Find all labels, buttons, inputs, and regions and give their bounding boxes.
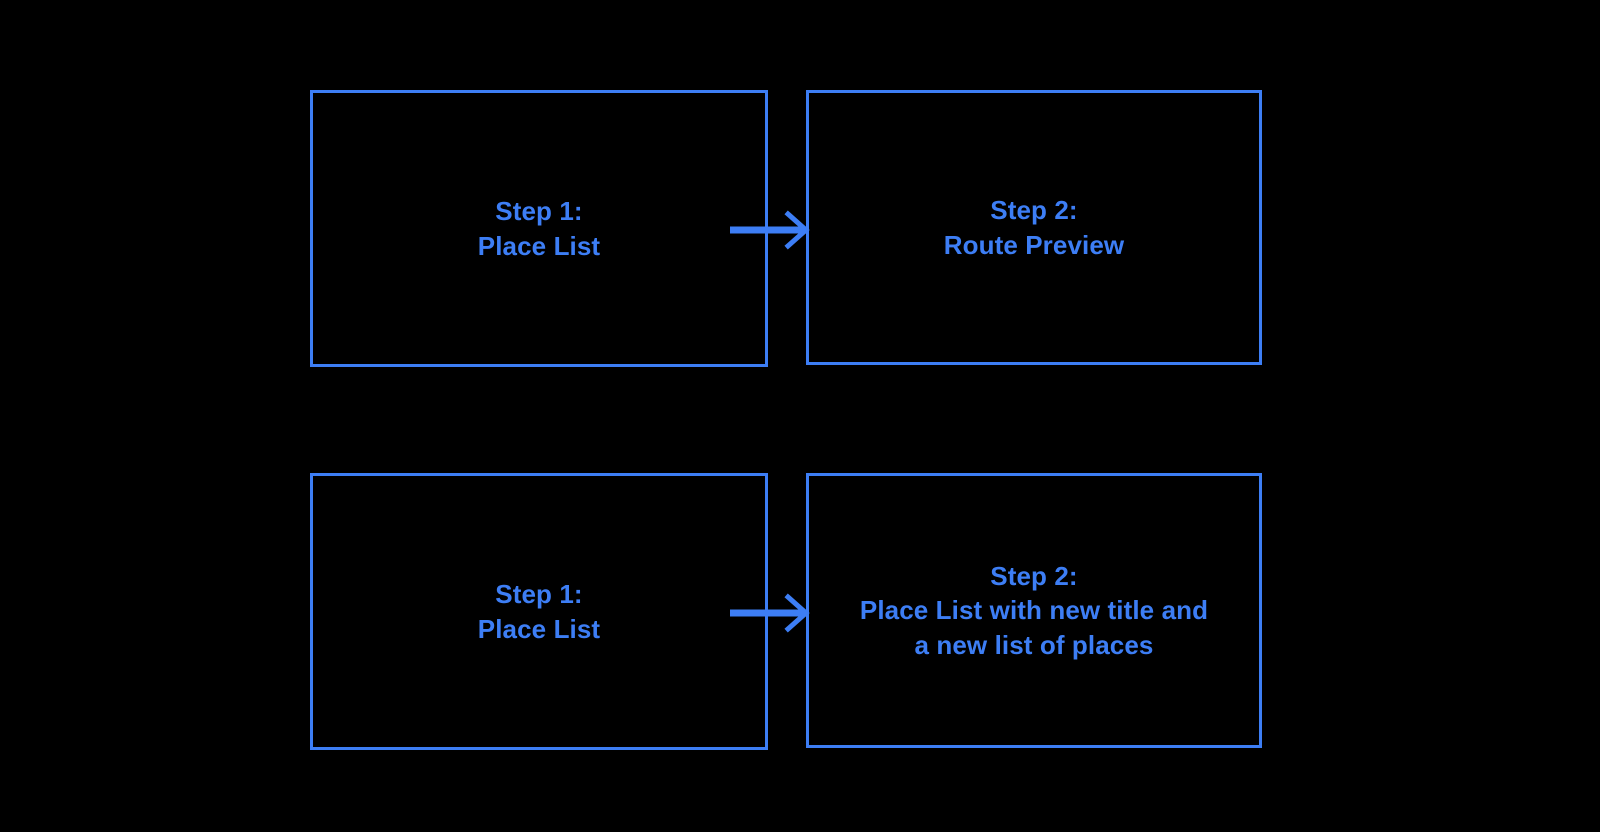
step-box-row2-step2[interactable]: Step 2: Place List with new title and a … (806, 473, 1262, 748)
step-box-label: Step 1: Place List (477, 196, 601, 261)
step-box-label: Step 2: Route Preview (943, 195, 1125, 260)
step-box-row1-step1[interactable]: Step 1: Place List (310, 90, 768, 367)
step-box-row2-step1[interactable]: Step 1: Place List (310, 473, 768, 750)
step-box-label: Step 2: Place List with new title and a … (859, 561, 1209, 660)
flow-row-1: Step 1: Place List Step 2: Route Preview (0, 90, 1600, 370)
flow-row-2: Step 1: Place List Step 2: Place List wi… (0, 473, 1600, 753)
step-box-label: Step 1: Place List (477, 579, 601, 644)
step-box-row1-step2[interactable]: Step 2: Route Preview (806, 90, 1262, 365)
